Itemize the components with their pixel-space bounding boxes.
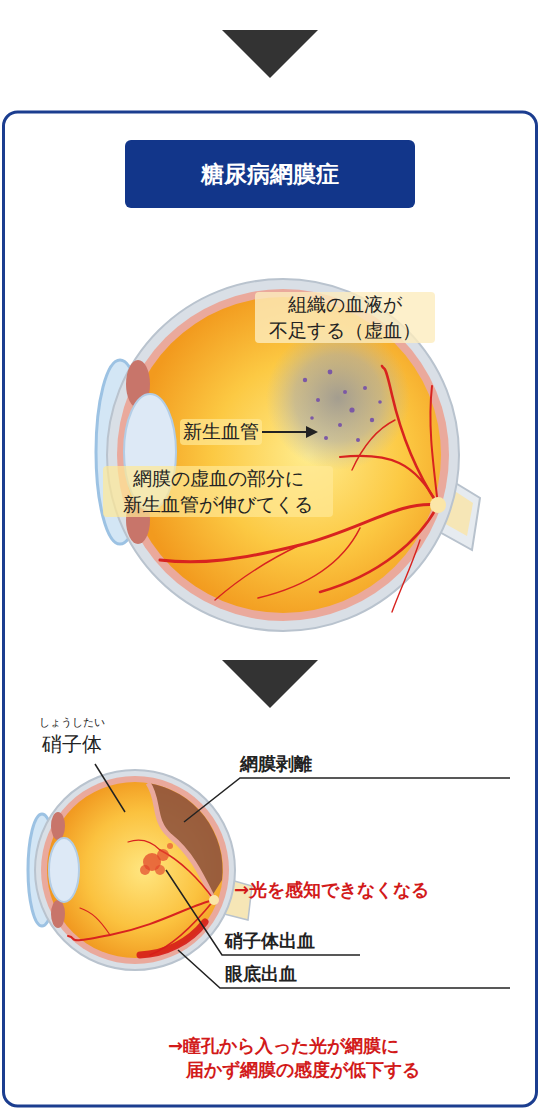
illustration-part: [338, 423, 342, 427]
illustration-part: [140, 865, 150, 875]
illustration-part: [184, 778, 510, 822]
illustration-part: [392, 540, 420, 612]
sclera: [107, 279, 459, 631]
illustration-part: [128, 840, 160, 850]
illustration-part: [155, 865, 165, 875]
sclera: [35, 770, 235, 970]
part-label: 硝子体: [42, 731, 102, 758]
retina: [47, 782, 223, 958]
retina: [125, 297, 441, 613]
illustration-part: [430, 386, 438, 505]
iris: [51, 900, 65, 928]
arrow-line: [262, 431, 308, 433]
note-label: →光を感知できなくなる: [234, 878, 429, 902]
part-label: 眼底出血: [225, 962, 297, 986]
illustration-part: [356, 438, 360, 442]
illustration-part: [157, 849, 169, 861]
note-label: →瞳孔から入った光が網膜に 届かず網膜の感度が低下する: [168, 1034, 518, 1083]
illustration-part: [363, 386, 367, 390]
panel-border: [4, 112, 537, 1106]
description-label: 網膜の虚血の部分に 新生血管が伸びてくる: [103, 466, 333, 517]
optic-disc: [209, 895, 219, 905]
illustration-part: [95, 764, 125, 812]
illustration-part: [316, 398, 320, 402]
eye-large: [96, 279, 480, 631]
part-label: 網膜剥離: [240, 752, 312, 776]
illustration-part: [258, 528, 360, 598]
vessel-label: 新生血管: [180, 419, 262, 445]
arrow-head: [306, 426, 318, 438]
detached-retina: [148, 783, 212, 896]
furigana-label: しょうしたい: [39, 716, 105, 731]
vitreous-hemorrhage: [140, 843, 173, 875]
illustration-part: [178, 950, 510, 988]
choroid: [117, 289, 449, 621]
illustration-part: [352, 420, 395, 470]
illustration-part: [310, 416, 314, 420]
illustration-part: [349, 407, 354, 412]
ischemic-area: [266, 326, 410, 470]
illustration-part: [378, 400, 382, 404]
blood-vessels: [68, 840, 214, 955]
ischemia-label: 組織の血液が 不足する（虚血）: [255, 292, 435, 343]
illustration-part: [328, 370, 333, 375]
leader-lines: [95, 764, 510, 988]
iris: [51, 812, 65, 840]
eye-small: [28, 770, 252, 970]
illustration-part: [382, 366, 438, 505]
title-box: 糖尿病網膜症: [125, 140, 415, 208]
illustration-part: [167, 843, 173, 849]
illustration-part: [303, 378, 307, 382]
part-label: 硝子体出血: [225, 929, 315, 953]
lens: [49, 838, 79, 902]
illustration-part: [370, 418, 374, 422]
fundus-hemorrhage: [140, 922, 205, 955]
illustration-part: [324, 436, 328, 440]
new-vessel-dots: [303, 370, 382, 442]
down-triangle: [222, 30, 318, 78]
choroid: [41, 776, 229, 964]
down-triangle: [222, 660, 318, 708]
illustration-part: [320, 505, 438, 592]
optic-disc: [430, 497, 446, 513]
title-text: 糖尿病網膜症: [201, 159, 339, 190]
illustration-part: [343, 390, 347, 394]
illustration-part: [80, 908, 110, 935]
illustration-part: [215, 545, 300, 600]
